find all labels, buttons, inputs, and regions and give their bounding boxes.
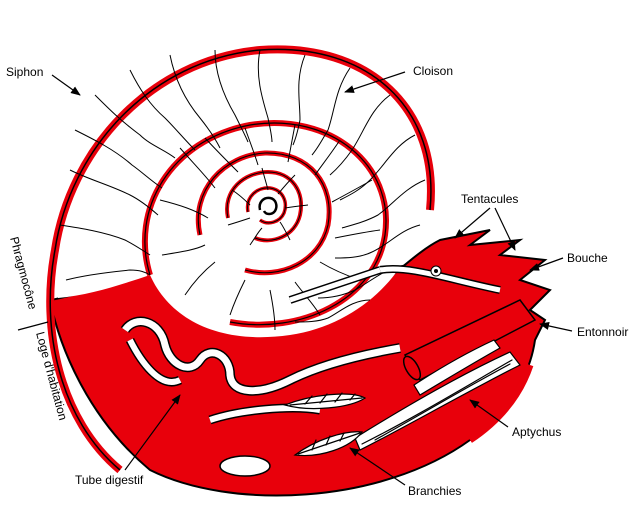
gills bbox=[283, 392, 367, 457]
label-cloison: Cloison bbox=[413, 64, 453, 78]
aptychus bbox=[354, 339, 521, 451]
leader-lines bbox=[51, 71, 573, 486]
digestive-tube bbox=[120, 265, 501, 477]
septa bbox=[59, 49, 426, 331]
phragmocone-chambers bbox=[58, 49, 426, 338]
label-tube-digestif: Tube digestif bbox=[75, 473, 144, 487]
funnel bbox=[402, 299, 537, 381]
label-tentacules: Tentacules bbox=[461, 192, 518, 206]
label-aptychus: Aptychus bbox=[512, 425, 561, 439]
label-siphon: Siphon bbox=[6, 65, 43, 79]
label-phragmocone: Phragmocône bbox=[7, 235, 40, 311]
shell-outline bbox=[46, 45, 534, 474]
spiral-whorls bbox=[141, 120, 390, 328]
label-bouche: Bouche bbox=[567, 251, 608, 265]
phragmocone-divider bbox=[17, 321, 49, 331]
eye bbox=[430, 265, 442, 277]
label-branchies: Branchies bbox=[408, 484, 461, 498]
label-entonnoir: Entonnoir bbox=[577, 325, 628, 339]
